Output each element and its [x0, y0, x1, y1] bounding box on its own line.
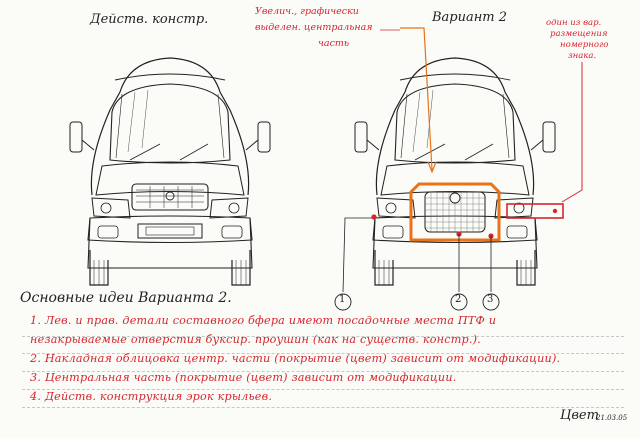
rule-line: [22, 389, 624, 390]
signature: Цвет: [560, 408, 599, 423]
marker-1: 1: [339, 294, 346, 305]
rule-line: [22, 371, 624, 372]
note-3: 3. Центральная часть (покрытие (цвет) за…: [30, 371, 457, 384]
van-variant-2: [354, 57, 564, 286]
note-1-continued: незакрываемые отверстия буксир. проушин …: [30, 333, 481, 346]
plate-note-line-2: размещения: [550, 29, 608, 39]
marker-2: 2: [455, 294, 462, 305]
marker-3: 3: [487, 294, 494, 305]
title-variant-2: Вариант 2: [432, 10, 508, 25]
plate-note-line-3: номерного: [560, 40, 609, 50]
note-2: 2. Накладная облицовка центр. части (пок…: [30, 352, 561, 365]
section-title: Основные идеи Варианта 2.: [20, 290, 232, 306]
callout-enlarged-line-2: выделен. центральная: [255, 22, 373, 33]
date: 21.03.05: [596, 414, 628, 422]
plate-note-line-4: знака.: [568, 51, 597, 61]
note-1: 1. Лев. и прав. детали составного бфера …: [30, 314, 497, 327]
note-4: 4. Действ. конструкция эрок крыльев.: [30, 390, 273, 403]
plate-note-line-1: один из вар.: [546, 18, 602, 28]
rule-line: [22, 336, 624, 337]
callout-enlarged-line-3: часть: [318, 38, 350, 49]
callout-enlarged-line-1: Увелич., графически: [255, 6, 359, 17]
title-existing: Действ. констр.: [90, 12, 209, 27]
rule-line: [22, 407, 624, 408]
rule-line: [22, 353, 624, 354]
van-existing: [69, 57, 271, 286]
